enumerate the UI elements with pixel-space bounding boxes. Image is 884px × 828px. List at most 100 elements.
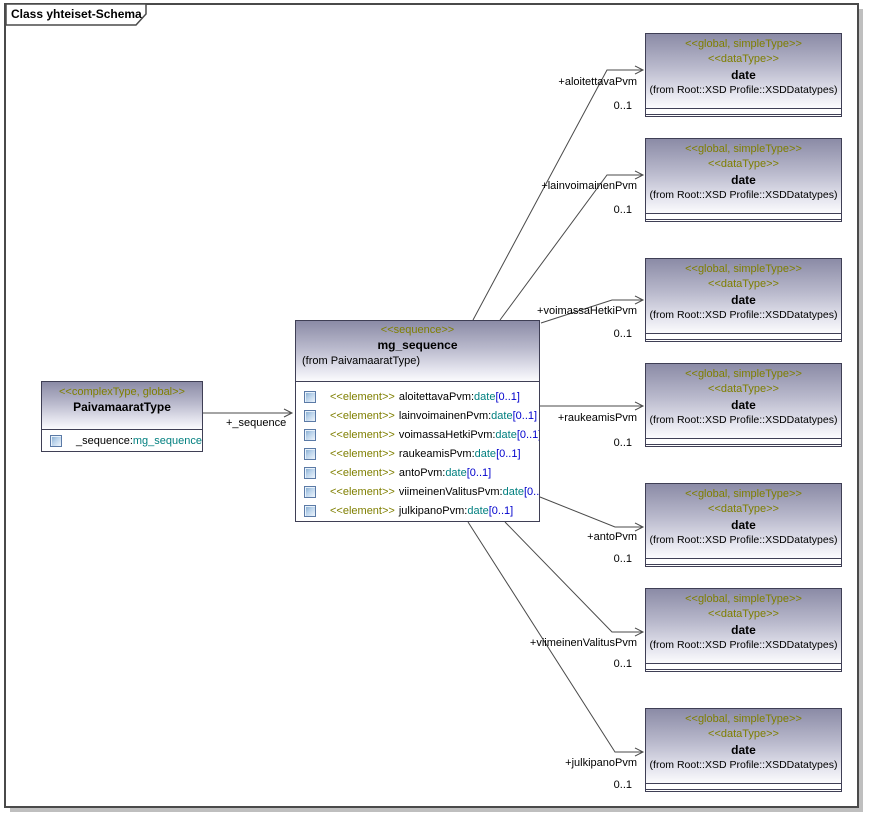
connector-viimeinenValitusPvm[interactable]: [504, 521, 645, 637]
element-name: raukeamisPvm:: [398, 447, 475, 460]
class-stereotype2: <<dataType>>: [708, 383, 779, 395]
class-name: date: [731, 743, 756, 757]
operations-compartment: [646, 669, 841, 671]
class-date-raukeamis[interactable]: <<global, simpleType>> <<dataType>> date…: [645, 363, 842, 447]
element-type: date: [474, 447, 497, 460]
attribute-row[interactable]: <<element>> raukeamisPvm:date[0..1]: [296, 444, 539, 463]
element-name: voimassaHetkiPvm:: [398, 428, 496, 441]
attribute-type: mg_sequence: [132, 434, 202, 447]
attributes-compartment: [646, 333, 841, 339]
element-name: aloitettavaPvm:: [398, 390, 475, 403]
attribute-row[interactable]: <<element>> lainvoimainenPvm:date[0..1]: [296, 406, 539, 425]
class-date-viimeinenvalitus[interactable]: <<global, simpleType>> <<dataType>> date…: [645, 588, 842, 672]
attribute-icon: [304, 409, 316, 422]
class-stereotype2: <<dataType>>: [708, 53, 779, 65]
element-type: date: [495, 428, 517, 441]
class-name: date: [731, 68, 756, 82]
class-stereotype: <<global, simpleType>>: [685, 488, 802, 500]
attribute-row[interactable]: <<element>> aloitettavaPvm:date[0..1]: [296, 387, 539, 406]
class-stereotype: <<global, simpleType>>: [685, 38, 802, 50]
attribute-row[interactable]: <<element>> antoPvm:date[0..1]: [296, 463, 539, 482]
attribute-icon: [304, 447, 316, 460]
class-stereotype2: <<dataType>>: [708, 278, 779, 290]
class-stereotype: <<global, simpleType>>: [685, 263, 802, 275]
attribute-row[interactable]: <<element>> voimassaHetkiPvm:date[0..1]: [296, 425, 539, 444]
class-name: date: [731, 398, 756, 412]
element-name: viimeinenValitusPvm:: [398, 485, 503, 498]
class-stereotype2: <<dataType>>: [708, 728, 779, 740]
frame-title: Class yhteiset-Schema: [11, 7, 142, 21]
attributes-compartment: [646, 783, 841, 789]
attributes-compartment: [646, 663, 841, 669]
element-cardinality: [0..1]: [495, 390, 520, 403]
connector-multiplicity: 0..1: [613, 328, 632, 340]
class-from: (from PaivamaaratType): [302, 355, 420, 367]
attributes-compartment: [646, 213, 841, 219]
connector-voimassaHetkiPvm[interactable]: [540, 295, 645, 324]
class-paivamaarattype[interactable]: <<complexType, global>> PaivamaaratType …: [41, 381, 203, 452]
attribute-name: _sequence:: [76, 434, 133, 447]
connector-label: +raukeamisPvm: [557, 412, 637, 424]
connector-multiplicity: 0..1: [613, 204, 632, 216]
connector-multiplicity: 0..1: [613, 658, 632, 670]
element-type: date: [491, 409, 513, 422]
operations-compartment: [646, 444, 841, 446]
class-stereotype2: <<dataType>>: [708, 158, 779, 170]
class-from: (from Root::XSD Profile::XSDDatatypes): [649, 84, 838, 96]
element-stereotype: <<element>>: [330, 447, 395, 460]
connector-label: +viimeinenValitusPvm: [529, 637, 637, 649]
class-date-anto[interactable]: <<global, simpleType>> <<dataType>> date…: [645, 483, 842, 567]
element-stereotype: <<element>>: [330, 504, 395, 517]
connector-label: +voimassaHetkiPvm: [537, 305, 637, 317]
class-stereotype: <<global, simpleType>>: [685, 143, 802, 155]
element-cardinality: [0..1]: [516, 428, 539, 441]
element-cardinality: [0..1]: [512, 409, 538, 422]
element-stereotype: <<element>>: [330, 428, 395, 441]
class-stereotype: <<global, simpleType>>: [685, 593, 802, 605]
class-from: (from Root::XSD Profile::XSDDatatypes): [649, 189, 838, 201]
class-date-julkipano[interactable]: <<global, simpleType>> <<dataType>> date…: [645, 708, 842, 792]
class-header: <<complexType, global>> PaivamaaratType: [42, 382, 202, 429]
attribute-icon: [304, 504, 316, 517]
connector-lainvoimainenPvm[interactable]: [499, 170, 645, 321]
class-from: (from Root::XSD Profile::XSDDatatypes): [649, 309, 838, 321]
operations-compartment: [646, 114, 841, 116]
connector-label-sequence: +_sequence: [226, 417, 287, 429]
class-date-voimassahetki[interactable]: <<global, simpleType>> <<dataType>> date…: [645, 258, 842, 342]
connector-label: +antoPvm: [587, 531, 637, 543]
class-name: PaivamaaratType: [73, 400, 171, 414]
class-date-lainvoimainen[interactable]: <<global, simpleType>> <<dataType>> date…: [645, 138, 842, 222]
class-date-aloitettava[interactable]: <<global, simpleType>> <<dataType>> date…: [645, 33, 842, 117]
operations-compartment: [646, 564, 841, 566]
attribute-row[interactable]: <<element>> viimeinenValitusPvm:date[0..…: [296, 482, 539, 501]
element-cardinality: [0..1]: [488, 504, 514, 517]
connector-multiplicity: 0..1: [613, 437, 632, 449]
connector-julkipanoPvm[interactable]: [467, 521, 645, 757]
attribute-icon: [304, 428, 316, 441]
class-name: mg_sequence: [377, 338, 458, 352]
class-from: (from Root::XSD Profile::XSDDatatypes): [649, 414, 838, 426]
class-stereotype: <<global, simpleType>>: [685, 713, 802, 725]
element-type: date: [474, 390, 496, 403]
attribute-row[interactable]: <<element>> julkipanoPvm:date[0..1]: [296, 501, 539, 520]
connector-multiplicity: 0..1: [613, 100, 632, 112]
element-type: date: [502, 485, 524, 498]
attribute-icon: [50, 434, 62, 447]
attribute-row[interactable]: _sequence:mg_sequence: [42, 431, 202, 450]
connector-aloitettavaPvm[interactable]: [472, 65, 645, 321]
class-mg-sequence[interactable]: <<sequence>> mg_sequence (from Paivamaar…: [295, 320, 540, 522]
element-cardinality: [0..1]: [466, 466, 492, 479]
attribute-icon: [304, 466, 316, 479]
element-stereotype: <<element>>: [330, 485, 395, 498]
element-stereotype: <<element>>: [330, 466, 395, 479]
connector-multiplicity: 0..1: [613, 779, 632, 791]
element-type: date: [445, 466, 467, 479]
element-name: antoPvm:: [398, 466, 446, 479]
attributes-compartment: [646, 558, 841, 564]
operations-compartment: [646, 339, 841, 341]
class-stereotype: <<global, simpleType>>: [685, 368, 802, 380]
connector-multiplicity: 0..1: [613, 553, 632, 565]
connector-antoPvm[interactable]: [539, 496, 645, 532]
